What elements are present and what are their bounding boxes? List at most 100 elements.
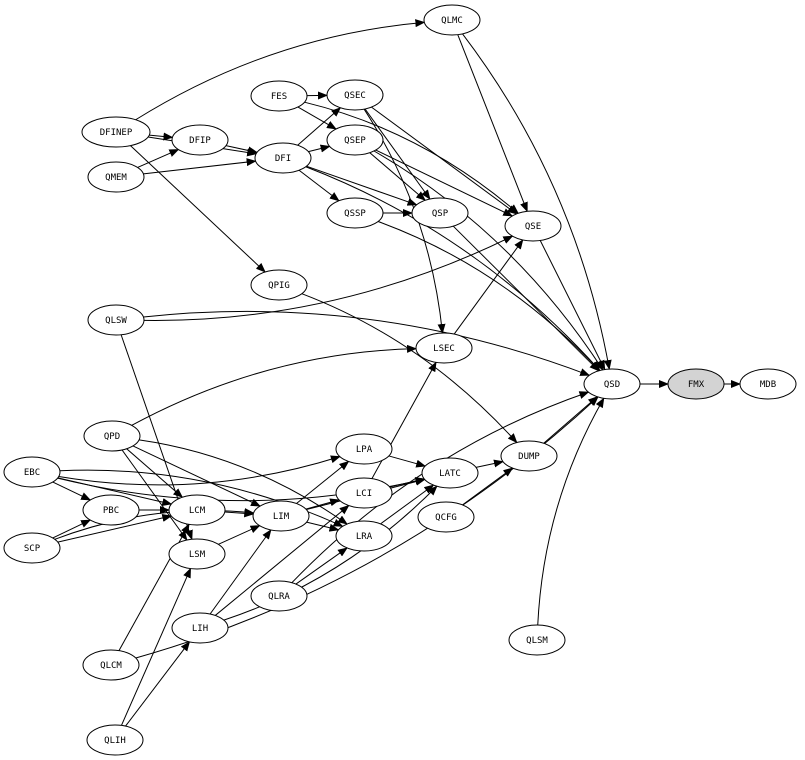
node-label: QSSP: [344, 209, 366, 219]
node-qcfg[interactable]: QCFG: [417, 501, 475, 533]
node-qsep[interactable]: QSEP: [326, 124, 384, 156]
node-label: QSEP: [344, 136, 366, 146]
node-ellipse: [411, 197, 469, 229]
node-lsm[interactable]: LSM: [168, 538, 226, 570]
edge-qse-to-qsd: [539, 240, 606, 371]
edge-dfinep-to-qpig: [130, 145, 266, 273]
node-ellipse: [504, 210, 562, 242]
edge-qsp-to-qsd: [452, 225, 600, 372]
node-fes[interactable]: FES: [250, 80, 308, 112]
node-qsp[interactable]: QSP: [411, 197, 469, 229]
edge-qsec-to-qse: [371, 106, 518, 215]
node-label: QLMC: [441, 16, 463, 26]
node-ellipse: [168, 538, 226, 570]
node-ellipse: [82, 494, 140, 526]
node-qlsw[interactable]: QLSW: [87, 304, 145, 336]
node-ebc[interactable]: EBC: [3, 456, 61, 488]
node-label: QSP: [432, 209, 449, 219]
node-ellipse: [252, 500, 310, 532]
node-label: LPA: [356, 445, 373, 455]
edge-scp-to-pbc: [52, 519, 92, 539]
node-qlra[interactable]: QLRA: [250, 580, 308, 612]
node-ellipse: [415, 332, 473, 364]
edge-dfi-to-qsp: [306, 165, 418, 206]
node-qlmc[interactable]: QLMC: [423, 4, 481, 36]
node-qlcm[interactable]: QLCM: [82, 649, 140, 681]
node-label: LSM: [189, 550, 206, 560]
node-latc[interactable]: LATC: [421, 457, 479, 489]
node-lih[interactable]: LIH: [171, 612, 229, 644]
node-dfip[interactable]: DFIP: [171, 124, 229, 156]
node-qpd[interactable]: QPD: [83, 420, 141, 452]
edge-dfi-to-qsep: [308, 144, 331, 153]
edge-dfinep-to-qlmc: [135, 19, 426, 121]
node-label: LCI: [356, 489, 372, 499]
node-lra[interactable]: LRA: [335, 520, 393, 552]
node-fmx[interactable]: FMX: [667, 368, 725, 400]
edge-dfi-to-qsd: [305, 166, 601, 372]
node-label: QSD: [604, 380, 620, 390]
node-label: QSEC: [344, 91, 366, 101]
edge-fes-to-qse: [304, 101, 519, 214]
node-qse[interactable]: QSE: [504, 210, 562, 242]
edge-dfinep-to-dfip: [149, 132, 174, 141]
node-lci[interactable]: LCI: [335, 477, 393, 509]
node-label: QLIH: [104, 736, 126, 746]
node-ellipse: [335, 520, 393, 552]
node-ellipse: [87, 161, 145, 193]
node-dump[interactable]: DUMP: [500, 440, 558, 472]
edge-qlcm-to-lcm: [118, 523, 190, 651]
node-qlih[interactable]: QLIH: [86, 724, 144, 756]
edge-dump-to-qsd: [543, 396, 599, 444]
node-label: EBC: [24, 468, 40, 478]
node-qsd[interactable]: QSD: [583, 368, 641, 400]
node-ellipse: [421, 457, 479, 489]
edge-qssp-to-qsd: [377, 221, 601, 372]
node-qlsm[interactable]: QLSM: [508, 624, 566, 656]
node-label: LCM: [189, 506, 206, 516]
node-qssp[interactable]: QSSP: [326, 197, 384, 229]
node-label: LSEC: [433, 344, 455, 354]
node-ellipse: [250, 80, 308, 112]
node-qsec[interactable]: QSEC: [326, 79, 384, 111]
node-ellipse: [583, 368, 641, 400]
edge-qpd-to-lsec: [131, 344, 418, 426]
edge-dfip-to-dfi: [225, 145, 259, 155]
edge-lci-to-lsec: [371, 361, 437, 479]
node-ellipse: [423, 4, 481, 36]
node-lcm[interactable]: LCM: [168, 494, 226, 526]
node-lpa[interactable]: LPA: [335, 433, 393, 465]
node-ellipse: [81, 116, 151, 148]
node-lim[interactable]: LIM: [252, 500, 310, 532]
edge-lsec-to-qse: [453, 239, 524, 335]
edge-ebc-to-pbc: [52, 481, 92, 501]
node-dfi[interactable]: DFI: [254, 142, 312, 174]
node-scp[interactable]: SCP: [3, 532, 61, 564]
node-qmem[interactable]: QMEM: [87, 161, 145, 193]
edge-scp-to-lcm: [57, 514, 173, 543]
edge-qlih-to-lih: [125, 641, 191, 727]
node-ellipse: [82, 649, 140, 681]
edge-qsep-to-qsp: [369, 152, 426, 201]
node-ellipse: [87, 304, 145, 336]
node-ellipse: [739, 368, 797, 400]
node-dfinep[interactable]: DFINEP: [81, 116, 151, 148]
node-lsec[interactable]: LSEC: [415, 332, 473, 364]
node-label: QPD: [104, 432, 120, 442]
edge-lim-to-lci: [305, 498, 341, 510]
node-label: QPIG: [268, 281, 290, 291]
node-ellipse: [500, 440, 558, 472]
node-label: LIH: [192, 624, 208, 634]
edge-fes-to-qsep: [297, 106, 337, 130]
edge-lim-to-lpa: [296, 460, 350, 504]
node-qpig[interactable]: QPIG: [250, 269, 308, 301]
node-pbc[interactable]: PBC: [82, 494, 140, 526]
edge-qsep-to-qsd: [373, 150, 604, 371]
edge-qmem-to-dfip: [137, 149, 180, 168]
node-ellipse: [83, 420, 141, 452]
node-ellipse: [335, 433, 393, 465]
node-ellipse: [254, 142, 312, 174]
edge-lih-to-lci: [214, 504, 350, 616]
node-label: DUMP: [518, 452, 540, 462]
node-mdb[interactable]: MDB: [739, 368, 797, 400]
